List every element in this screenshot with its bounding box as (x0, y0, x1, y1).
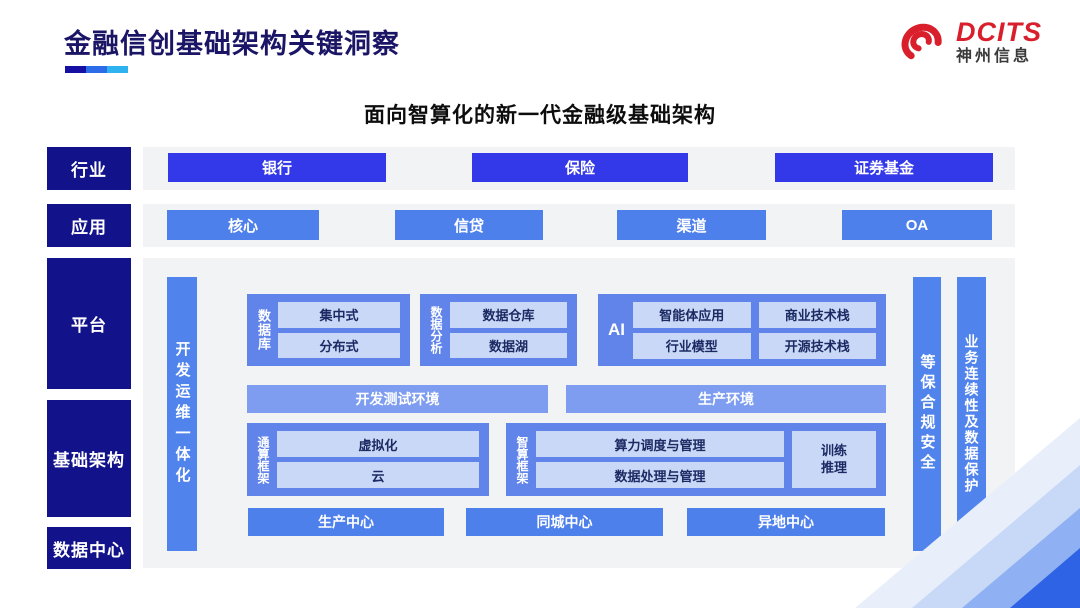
framework-item-training-inference: 训练 推理 (792, 431, 876, 488)
database-items: 集中式 分布式 (278, 302, 400, 358)
diagram-subtitle: 面向智算化的新一代金融级基础架构 (364, 104, 716, 127)
framework-item-virtualization: 虚拟化 (277, 431, 479, 457)
continuity-vertical-bar: 业务连续性及数据保护 (957, 277, 986, 551)
application-box-credit: 信贷 (395, 210, 543, 240)
intelligent-framework-label: 智算框架 (515, 435, 529, 484)
framework-item-cloud: 云 (277, 462, 479, 488)
database-group: 数据库 集中式 分布式 (247, 294, 410, 366)
underline-segment-dark (65, 66, 86, 73)
ai-item-industry-model: 行业模型 (633, 332, 751, 359)
sidebar-item-infrastructure: 基础架构 (47, 400, 131, 517)
sidebar-item-platform: 平台 (47, 258, 131, 389)
ai-group-label: AI (608, 320, 625, 339)
ai-items: 智能体应用 商业技术栈 行业模型 开源技术栈 (633, 301, 876, 359)
ai-item-commercial-stack: 商业技术栈 (758, 301, 876, 328)
intelligent-framework-items: 算力调度与管理 数据处理与管理 (536, 431, 784, 488)
devops-vertical-bar: 开发运维一体化 (167, 277, 197, 551)
general-framework-group: 通算框架 虚拟化 云 (247, 423, 489, 496)
logo-company: 神州信息 (956, 48, 1033, 65)
company-logo: DCITS 神州信息 (896, 16, 1042, 68)
database-group-label: 数据库 (256, 309, 271, 351)
center-box-production: 生产中心 (248, 508, 444, 536)
sidebar-item-datacenter: 数据中心 (47, 527, 131, 569)
security-vertical-bar: 等保合规安全 (913, 277, 941, 551)
underline-segment-medium (86, 66, 107, 73)
env-box-devtest: 开发测试环境 (247, 385, 548, 413)
logo-text: DCITS 神州信息 (956, 19, 1042, 65)
industry-box-securities: 证券基金 (775, 153, 993, 182)
env-box-production: 生产环境 (566, 385, 886, 413)
corner-decoration-band-4 (1010, 548, 1080, 608)
ai-item-opensource-stack: 开源技术栈 (758, 332, 876, 359)
sidebar-item-application: 应用 (47, 204, 131, 247)
application-box-channel: 渠道 (617, 210, 766, 240)
general-framework-label: 通算框架 (256, 435, 270, 484)
analytics-group-label: 数据分析 (429, 306, 443, 354)
center-box-samecity: 同城中心 (466, 508, 663, 536)
database-item-distributed: 分布式 (278, 332, 400, 358)
industry-box-insurance: 保险 (472, 153, 688, 182)
general-framework-items: 虚拟化 云 (277, 431, 479, 488)
dcits-swirl-icon (901, 23, 942, 60)
intelligent-framework-group: 智算框架 算力调度与管理 数据处理与管理 训练 推理 (506, 423, 886, 496)
industry-box-bank: 银行 (168, 153, 386, 182)
center-box-remote: 异地中心 (687, 508, 885, 536)
ai-item-agent-app: 智能体应用 (633, 301, 751, 328)
application-box-core: 核心 (167, 210, 319, 240)
underline-segment-light (107, 66, 128, 73)
analytics-group: 数据分析 数据仓库 数据湖 (420, 294, 577, 366)
database-item-centralized: 集中式 (278, 302, 400, 328)
sidebar-item-industry: 行业 (47, 147, 131, 190)
analytics-item-lake: 数据湖 (450, 332, 567, 358)
framework-item-data-processing: 数据处理与管理 (536, 462, 784, 488)
application-box-oa: OA (842, 210, 992, 240)
analytics-items: 数据仓库 数据湖 (450, 302, 567, 358)
logo-brand: DCITS (956, 17, 1042, 47)
framework-item-compute-scheduling: 算力调度与管理 (536, 431, 784, 457)
page-title: 金融信创基础架构关键洞察 (64, 29, 400, 59)
analytics-item-warehouse: 数据仓库 (450, 302, 567, 328)
title-underline (65, 66, 128, 73)
ai-group: AI 智能体应用 商业技术栈 行业模型 开源技术栈 (598, 294, 886, 366)
